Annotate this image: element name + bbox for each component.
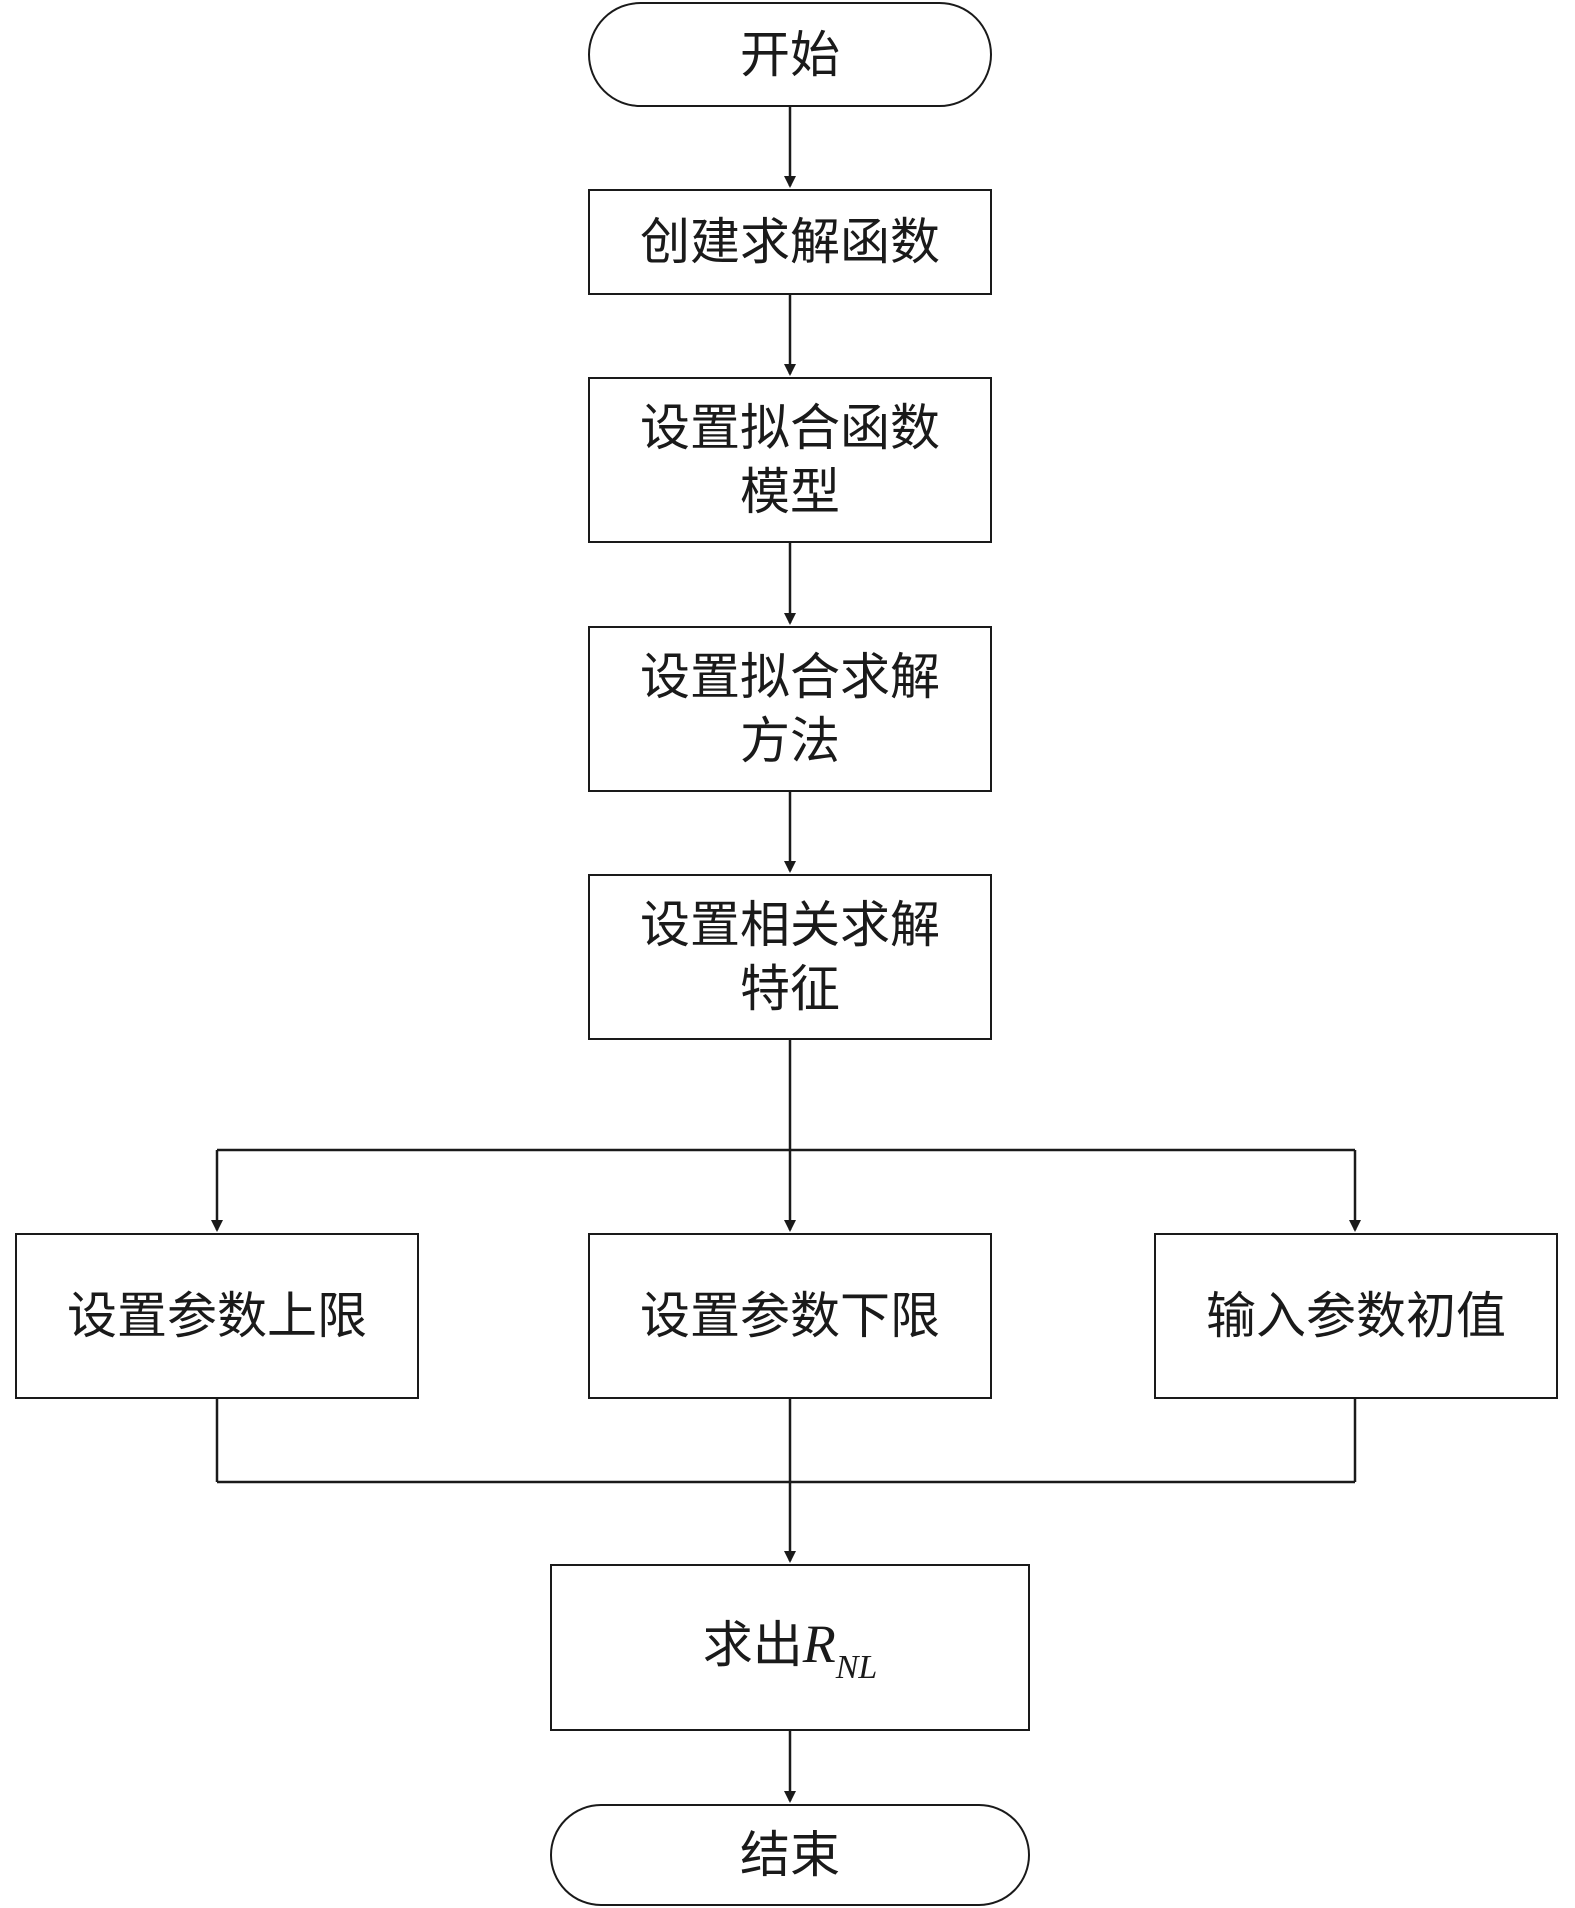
- compute-result-label: 求出RNL: [695, 1612, 886, 1686]
- set-fit-method-label: 设置拟合求解 方法: [632, 645, 948, 773]
- set-fit-model-line-1: 设置拟合函数: [640, 399, 940, 457]
- start-node: 开始: [588, 2, 992, 107]
- set-fit-model-line-2: 模型: [740, 463, 840, 521]
- start-label: 开始: [740, 25, 840, 84]
- set-fit-model-label: 设置拟合函数 模型: [632, 396, 948, 524]
- create-solver-function-label: 创建求解函数: [640, 213, 940, 271]
- input-initial-value-label: 输入参数初值: [1206, 1287, 1506, 1345]
- end-node: 结束: [550, 1804, 1030, 1906]
- set-fit-method-line-2: 方法: [740, 712, 840, 770]
- create-solver-function-node: 创建求解函数: [588, 189, 992, 295]
- compute-result-prefix: 求出: [702, 1615, 803, 1674]
- set-lower-bound-label: 设置参数下限: [640, 1287, 940, 1345]
- set-fit-method-line-1: 设置拟合求解: [640, 648, 940, 706]
- compute-result-symbol: R: [802, 1613, 836, 1674]
- input-initial-value-node: 输入参数初值: [1154, 1233, 1558, 1399]
- set-solver-feature-line-1: 设置相关求解: [640, 896, 940, 954]
- set-lower-bound-node: 设置参数下限: [588, 1233, 992, 1399]
- set-solver-feature-label: 设置相关求解 特征: [632, 893, 948, 1021]
- compute-result-subscript: NL: [835, 1648, 878, 1686]
- set-fit-model-node: 设置拟合函数 模型: [588, 377, 992, 543]
- set-solver-feature-node: 设置相关求解 特征: [588, 874, 992, 1040]
- end-label: 结束: [740, 1826, 840, 1884]
- set-solver-feature-line-2: 特征: [740, 960, 840, 1018]
- set-upper-bound-label: 设置参数上限: [67, 1287, 367, 1345]
- set-upper-bound-node: 设置参数上限: [15, 1233, 419, 1399]
- set-fit-method-node: 设置拟合求解 方法: [588, 626, 992, 792]
- compute-result-node: 求出RNL: [550, 1564, 1030, 1731]
